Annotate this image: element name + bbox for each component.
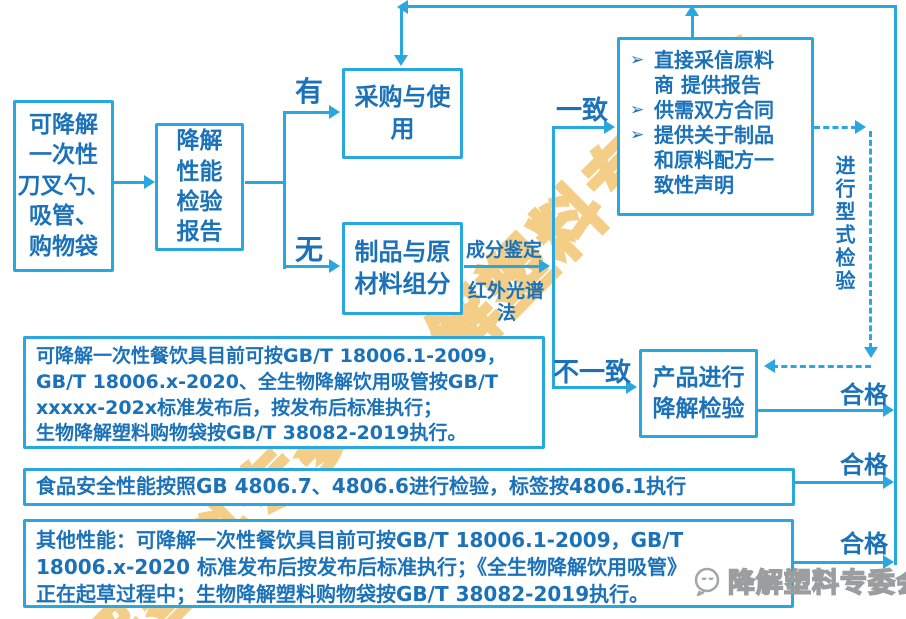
connector-yes-branch <box>285 111 331 114</box>
bullet-text: 直接采信原料商 提供报告 <box>654 48 774 97</box>
bullet-item: ➢ 供需双方合同 <box>630 98 790 123</box>
committee-logo: 降解塑料专委会 <box>692 561 906 600</box>
node-source-line: 购物袋 <box>29 233 98 260</box>
node-source-products: 可降解 一次性 刀叉勺、 吸管、 购物袋 <box>13 100 114 272</box>
arrowhead-right-icon <box>883 555 894 569</box>
connector-report-to-branch <box>245 181 286 184</box>
node-report-line: 报告 <box>176 219 223 246</box>
arrow-bullet-icon: ➢ <box>630 50 645 70</box>
note-line: 其他性能：可降解一次性餐饮具目前可按GB/T 18006.1-2009，GB/T <box>36 528 684 552</box>
node-report-line: 降解 <box>176 128 223 155</box>
node-product-material-components: 制品与原 材料组分 <box>342 222 463 315</box>
node-product-degradation-test: 产品进行 降解检验 <box>639 349 758 438</box>
label-component-identification: 成分鉴定 <box>466 239 543 261</box>
bullet-item: ➢ 提供关于制品和原料配方一致性声明 <box>630 123 790 198</box>
note-line: 可降解一次性餐饮具目前可按GB/T 18006.1-2009， <box>36 345 506 367</box>
label-yes: 有 <box>295 75 324 108</box>
label-ir-spectroscopy: 红外光谱 <box>468 280 545 302</box>
node-report-line: 性能 <box>176 158 223 185</box>
committee-logo-text: 降解塑料专委会 <box>727 567 906 600</box>
note-line: 生物降解塑料购物袋按GB/T 38082-2019执行。 <box>36 422 467 445</box>
connector-consistent <box>554 126 606 129</box>
connector-right-return-vertical <box>894 5 897 565</box>
arrow-bullet-icon: ➢ <box>630 100 645 120</box>
connector-source-to-report <box>114 181 146 184</box>
note-line: 食品安全性能按照GB 4806.7、4806.6进行检验，标签按4806.1执行 <box>36 474 687 499</box>
arrowhead-right-icon <box>855 120 866 134</box>
label-qualified-3: 合格 <box>840 530 888 558</box>
label-qualified-1: 合格 <box>840 381 888 409</box>
chat-bubble-icon <box>694 567 720 596</box>
connector-top-return <box>405 5 894 8</box>
node-material-line: 制品与原 <box>354 237 451 266</box>
note-line: 18006.x-2020 标准发布后按发布后标准执行；《全生物降解饮用吸管》 <box>36 555 688 580</box>
bullet-text: 提供关于制品和原料配方一致性声明 <box>654 123 774 197</box>
connector-return-drop <box>400 7 403 57</box>
label-consistent: 一致 <box>556 96 609 126</box>
note-other-performance: 其他性能：可降解一次性餐饮具目前可按GB/T 18006.1-2009，GB/T… <box>23 519 794 608</box>
connector-inconsistent <box>554 386 628 389</box>
node-source-line: 吸管、 <box>29 203 98 230</box>
note-food-safety: 食品安全性能按照GB 4806.7、4806.6进行检验，标签按4806.1执行 <box>23 468 795 506</box>
connector-result-vertical <box>552 126 555 389</box>
node-procure-line: 采购与使 <box>354 82 451 111</box>
connector-branch-vertical <box>283 111 286 269</box>
label-qualified-2: 合格 <box>840 451 888 479</box>
arrowhead-right-icon <box>329 105 340 119</box>
connector-accept-to-top <box>691 15 694 39</box>
bullet-text: 供需双方合同 <box>654 98 774 122</box>
connector-food-qualified <box>795 481 885 484</box>
label-type-inspection: 进行型式检验 <box>832 155 856 293</box>
node-procure-line: 用 <box>390 114 415 143</box>
label-inconsistent: 不一致 <box>553 358 632 388</box>
arrowhead-right-icon <box>883 475 894 489</box>
arrow-bullet-icon: ➢ <box>630 125 645 145</box>
connector-no-branch <box>285 265 331 268</box>
node-source-line: 刀叉勺、 <box>17 172 110 199</box>
arrowhead-down-icon <box>864 347 878 358</box>
arrowhead-right-icon <box>539 259 550 273</box>
note-line: 正在起草过程中；生物降解塑料购物袋按GB/T 38082-2019执行。 <box>36 582 650 607</box>
connector-degrade-qualified <box>758 409 885 412</box>
arrowhead-right-icon <box>883 403 894 417</box>
arrowhead-right-icon <box>626 380 637 394</box>
connector-other-qualified <box>794 561 885 564</box>
arrowhead-right-icon <box>604 120 615 134</box>
node-degrade-line: 产品进行 <box>652 365 745 392</box>
connector-component-id <box>464 265 542 268</box>
arrowhead-right-icon <box>329 259 340 273</box>
label-no: 无 <box>295 233 324 266</box>
arrowhead-up-icon <box>685 5 699 16</box>
label-ir-spectroscopy-method: 法 <box>497 302 517 324</box>
arrowhead-left-icon <box>764 359 775 373</box>
node-degrade-line: 降解检验 <box>652 395 745 422</box>
note-degradation-standards: 可降解一次性餐饮具目前可按GB/T 18006.1-2009， GB/T 180… <box>23 336 545 449</box>
node-report-line: 检验 <box>176 189 223 215</box>
node-procurement-use: 采购与使 用 <box>342 68 463 159</box>
dashed-connector-to-degrade-test <box>772 365 871 368</box>
dashed-connector-accept-out <box>814 126 857 129</box>
node-source-line: 一次性 <box>29 142 98 169</box>
node-degradation-report: 降解 性能 检验 报告 <box>155 123 244 251</box>
note-line: GB/T 18006.x-2020、全生物降解饮用吸管按GB/T <box>36 370 498 393</box>
bullet-item: ➢ 直接采信原料商 提供报告 <box>630 48 790 98</box>
node-accept-supplier-evidence: ➢ 直接采信原料商 提供报告 ➢ 供需双方合同 ➢ 提供关于制品和原料配方一致性… <box>617 37 814 216</box>
dashed-connector-type-inspection <box>869 131 872 349</box>
node-source-line: 可降解 <box>29 112 98 139</box>
node-material-line: 材料组分 <box>354 269 451 298</box>
arrowhead-down-icon <box>394 55 408 66</box>
arrowhead-right-icon <box>144 175 155 189</box>
note-line: xxxxx-202x标准发布后，按发布后标准执行； <box>36 396 443 419</box>
